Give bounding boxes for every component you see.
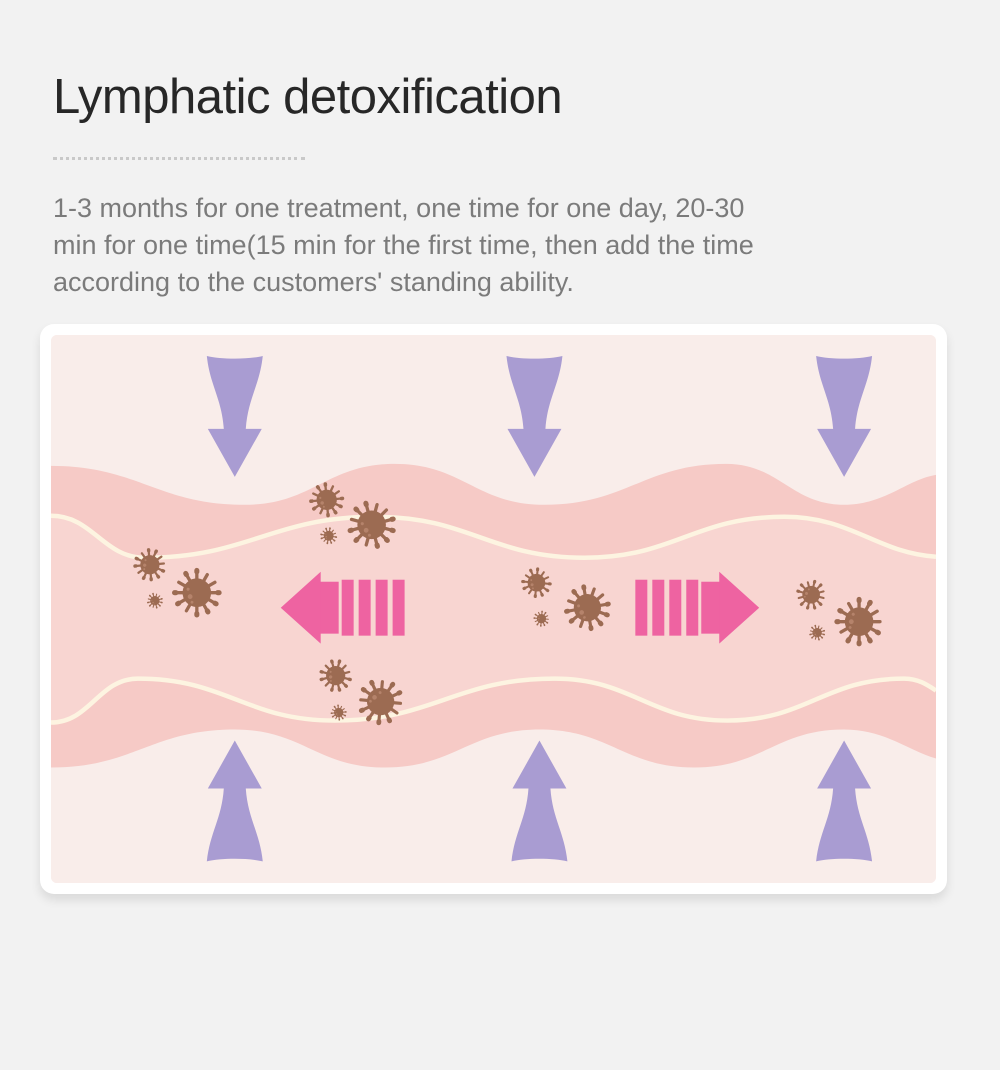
- lymphatic-diagram: [51, 334, 936, 884]
- description-line: according to the customers' standing abi…: [53, 266, 574, 297]
- page-title: Lymphatic detoxification: [53, 70, 563, 124]
- illustration-card: [40, 323, 947, 895]
- dotted-divider: [53, 156, 305, 160]
- vessel-lumen: [51, 515, 936, 723]
- description: 1-3 months for one treatment, one time f…: [53, 190, 947, 301]
- page: Lymphatic detoxification 1-3 months for …: [0, 70, 1000, 1070]
- illustration-canvas: [51, 334, 936, 884]
- description-line: 1-3 months for one treatment, one time f…: [53, 192, 745, 223]
- vessel-wall-line-bottom: [51, 676, 936, 725]
- description-line: min for one time(15 min for the first ti…: [53, 229, 754, 260]
